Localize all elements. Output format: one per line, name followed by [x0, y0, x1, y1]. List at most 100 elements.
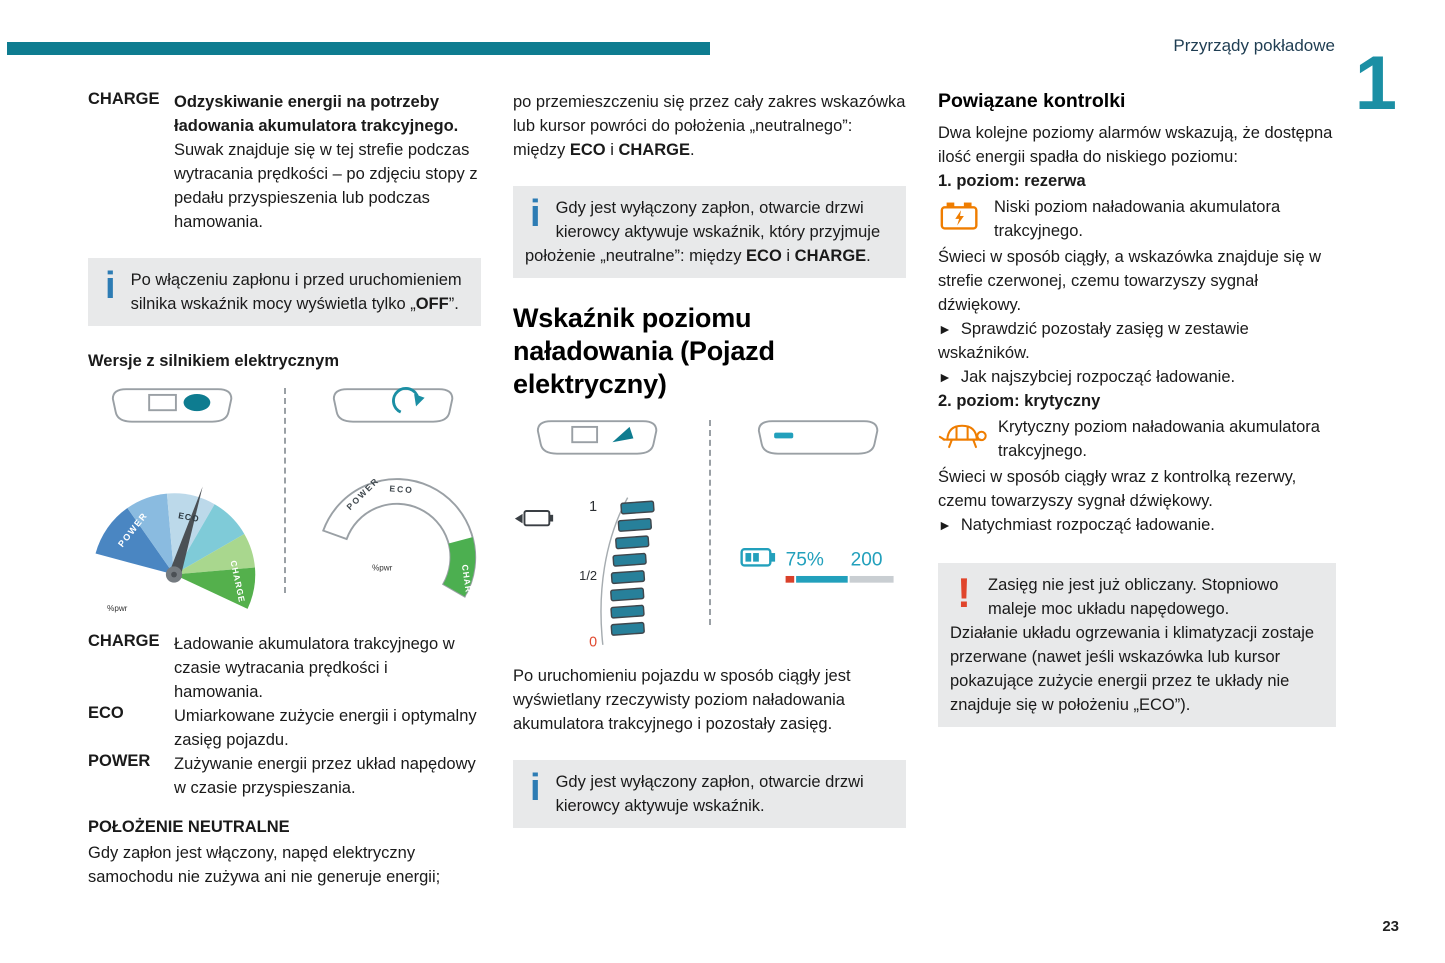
figure-divider	[708, 420, 711, 625]
level-label-full: 1	[589, 499, 597, 515]
text-pre: po przemieszczeniu się przez cały zakres…	[513, 93, 906, 159]
bullet-arrow-icon: ►	[938, 321, 952, 337]
info-text-bold: OFF	[415, 295, 449, 313]
bullet-arrow-icon: ►	[938, 369, 952, 385]
level2-text: Świeci w sposób ciągły wraz z kontrolką …	[938, 468, 1297, 510]
level2-icon-text: Krytyczny poziom naładowania akumulatora…	[998, 418, 1320, 460]
info-box-indicator-activation: i Gdy jest wyłączony zapłon, otwarcie dr…	[513, 760, 906, 828]
info-icon: i	[105, 265, 116, 307]
chapter-number: 1	[1354, 41, 1397, 126]
definition-term: CHARGE	[88, 90, 160, 108]
figure-divider	[283, 388, 286, 593]
page-number: 23	[1382, 918, 1399, 935]
text-mid: i	[605, 141, 619, 159]
definition-term: CHARGE	[88, 632, 160, 650]
info-box-text: Po włączeniu zapłonu i przed uruchomieni…	[100, 268, 469, 316]
charge-level-figure: 1 1/2 0 75% 200	[513, 415, 906, 650]
definition-body-text: Suwak znajduje się w tej strefie podczas…	[174, 141, 478, 231]
instrument-cluster-icon	[536, 420, 658, 455]
instrument-cluster-icon	[332, 386, 454, 423]
level1-title: 1. poziom: rezerwa	[938, 172, 1086, 190]
charge-progress-bar	[785, 575, 894, 583]
definition-row: CHARGE Ładowanie akumulatora trakcyjnego…	[88, 632, 481, 704]
continuation-paragraph: po przemieszczeniu się przez cały zakres…	[513, 90, 906, 162]
bullet-text: Natychmiast rozpocząć ładowanie.	[960, 516, 1215, 534]
warning-box-line2: Działanie układu ogrzewania i klimatyzac…	[950, 624, 1315, 714]
neutral-position-text: Gdy zapłon jest włączony, napęd elektryc…	[88, 844, 441, 886]
charge-level-gauge-illustration: 1 1/2 0	[514, 420, 658, 650]
power-gauge-needle-illustration: POWER ECO CHARGE %pwr	[95, 388, 256, 613]
instrument-cluster-icon	[757, 420, 879, 455]
warnings-intro: Dwa kolejne poziomy alarmów wskazują, że…	[938, 124, 1333, 166]
battery-charge-icon	[740, 548, 776, 567]
bullet-text: Sprawdzić pozostały zasięg w zestawie ws…	[938, 320, 1249, 362]
range-distance-value: 200	[851, 549, 883, 570]
battery-marker-icon	[514, 510, 554, 527]
bullet-arrow-icon: ►	[938, 517, 952, 533]
level-label-half: 1/2	[579, 568, 597, 583]
level1-bullet-1: ►Sprawdzić pozostały zasięg w zestawie w…	[938, 317, 1336, 365]
charge-definition-block: CHARGE Odzyskiwanie energii na potrzeby …	[88, 90, 481, 234]
level1-icon-text: Niski poziom naładowania akumulatora tra…	[994, 198, 1281, 240]
bullet-text: Jak najszybciej rozpocząć ładowanie.	[960, 368, 1236, 386]
definition-description: Zużywanie energii przez układ napędowy w…	[174, 755, 476, 797]
info-box-door-open: i Gdy jest wyłączony zapłon, otwarcie dr…	[513, 186, 906, 278]
definition-description: Umiarkowane zużycie energii i optymalny …	[174, 707, 477, 749]
definition-description: Ładowanie akumulatora trakcyjnego w czas…	[174, 635, 455, 701]
info-box-text: Gdy jest wyłączony zapłon, otwarcie drzw…	[555, 773, 864, 815]
definition-description: Odzyskiwanie energii na potrzeby ładowan…	[174, 90, 481, 234]
definition-row: ECO Umiarkowane zużycie energii i optyma…	[88, 704, 481, 752]
level2-title: 2. poziom: krytyczny	[938, 392, 1101, 410]
charge-percent-value: 75%	[786, 549, 824, 570]
instrument-cluster-icon	[111, 388, 233, 423]
info-text-post: .	[866, 247, 871, 265]
level1-bullet-2: ► Jak najszybciej rozpocząć ładowanie.	[938, 365, 1336, 389]
level2-icon-row: Krytyczny poziom naładowania akumulatora…	[938, 415, 1336, 463]
section-title-charge-indicator: Wskaźnik poziomu naładowania (Pojazd ele…	[513, 303, 775, 399]
cursor-arrow-icon	[392, 386, 420, 414]
text-post: .	[689, 141, 695, 159]
level-label-empty: 0	[589, 635, 597, 650]
info-text-pre: Gdy jest wyłączony zapłon, otwarcie drzw…	[525, 199, 881, 265]
info-text-mid: i	[781, 247, 795, 265]
level1-icon-row: Niski poziom naładowania akumulatora tra…	[938, 195, 1336, 243]
power-gauge-arc-illustration: POWER ECO CHARGE %pwr	[322, 386, 477, 608]
gauge-label-eco: ECO	[177, 510, 200, 524]
definition-bold-text: Odzyskiwanie energii na potrzeby ładowan…	[174, 93, 459, 135]
gauge-label-pwr: %pwr	[107, 604, 128, 613]
info-icon: i	[530, 193, 541, 235]
turtle-icon	[938, 424, 987, 449]
info-box-ignition-off: i Po włączeniu zapłonu i przed uruchomie…	[88, 258, 481, 326]
gauge-arc-line	[600, 497, 629, 645]
definition-term: POWER	[88, 752, 151, 770]
range-display-illustration: 75% 200	[740, 420, 894, 583]
level2-bullet-1: ► Natychmiast rozpocząć ładowanie.	[938, 513, 1336, 537]
level-segments	[610, 500, 655, 636]
heading-related-warnings: Powiązane kontrolki	[938, 90, 1126, 112]
heading-electric-versions: Wersje z silnikiem elektrycznym	[88, 352, 339, 370]
warning-box-range: ! Zasięg nie jest już obliczany. Stopnio…	[938, 563, 1336, 727]
info-text-post: ”.	[448, 295, 459, 313]
level1-text: Świeci w sposób ciągły, a wskazówka znaj…	[938, 248, 1322, 314]
text-charge: CHARGE	[618, 141, 690, 159]
gauge-label-pwr: %pwr	[372, 564, 393, 573]
arc-band-gauge: POWER ECO CHARGE %pwr	[322, 475, 477, 608]
info-box-text: Gdy jest wyłączony zapłon, otwarcie drzw…	[525, 196, 894, 268]
definition-term: ECO	[88, 704, 124, 722]
power-gauge-figure: POWER ECO CHARGE %pwr POWER E	[88, 383, 481, 618]
power-gauge-fan: POWER ECO CHARGE %pwr	[95, 486, 256, 613]
info-text-charge: CHARGE	[794, 247, 867, 265]
gauge-label-eco: ECO	[389, 483, 414, 495]
page-header-title: Przyrządy pokładowe	[1173, 36, 1335, 55]
text-eco: ECO	[569, 141, 606, 159]
charge-indicator-paragraph: Po uruchomieniu pojazdu w sposób ciągły …	[513, 667, 851, 733]
gauge-needle	[167, 486, 203, 581]
page-columns: CHARGE Odzyskiwanie energii na potrzeby …	[88, 90, 1336, 889]
column-2: po przemieszczeniu się przez cały zakres…	[513, 90, 906, 889]
definition-row: POWER Zużywanie energii przez układ napę…	[88, 752, 481, 800]
column-1: CHARGE Odzyskiwanie energii na potrzeby …	[88, 90, 481, 889]
info-text-pre: Po włączeniu zapłonu i przed uruchomieni…	[130, 271, 462, 313]
warning-icon: !	[957, 569, 971, 616]
warning-box-line1: Zasięg nie jest już obliczany. Stopniowo…	[988, 576, 1279, 618]
info-text-eco: ECO	[746, 247, 782, 265]
